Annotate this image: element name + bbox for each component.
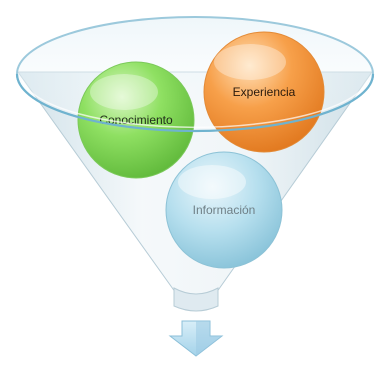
funnel-spout: [173, 287, 219, 312]
funnel-rim-front: [15, 73, 375, 133]
funnel-rim-highlight: [21, 79, 369, 129]
label-conocimiento: Conocimiento: [99, 113, 173, 127]
sphere-experiencia: Experiencia: [203, 31, 325, 153]
sphere-conocimiento: Conocimiento: [77, 61, 195, 179]
down-arrow-shade: [196, 321, 222, 356]
label-experiencia: Experiencia: [233, 85, 296, 99]
label-informacion: Información: [193, 203, 256, 217]
sphere-informacion: Información: [165, 151, 283, 269]
